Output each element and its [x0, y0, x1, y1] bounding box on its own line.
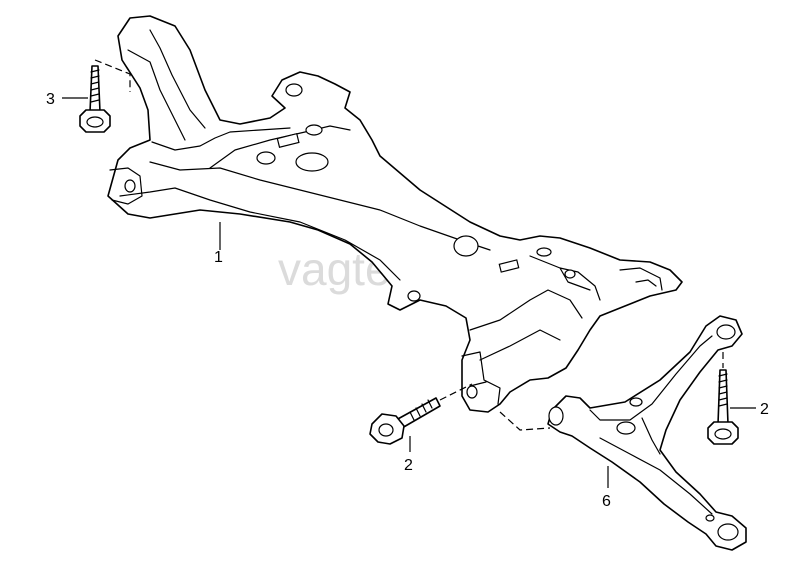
wishbone-body [547, 315, 747, 551]
bolt-rear-head-face [714, 428, 732, 440]
subframe-hole-4 [295, 152, 329, 172]
wishbone-hole-2 [629, 397, 643, 407]
subframe-arm-upper [127, 49, 186, 141]
wishbone-hole-3 [705, 514, 715, 522]
subframe-hole-8 [407, 290, 421, 302]
subframe-left-bracket [109, 167, 143, 205]
subframe-right-rail [469, 289, 583, 361]
wishbone-hole-1 [616, 421, 636, 435]
wishbone[interactable] [547, 315, 747, 551]
bolt-front-head [369, 413, 405, 445]
bolt-front-threads [409, 399, 433, 421]
bolt-upper-head-face [86, 116, 104, 128]
subframe-hole-9 [564, 269, 576, 279]
wishbone-balljoint [717, 523, 739, 541]
subframe-hole-6 [453, 235, 479, 257]
bolt-upper[interactable] [79, 65, 111, 133]
bolt-front-head-face [378, 423, 394, 437]
subframe-hole-10 [466, 385, 478, 399]
bolt-rear-threads [718, 373, 728, 407]
wishbone-bushing-rear [716, 324, 736, 340]
subframe-arm-upper-2 [149, 29, 206, 129]
bolt-rear-shank [717, 369, 729, 425]
callout-bolt-rear: 2 [760, 401, 769, 418]
subframe-slot-2 [498, 259, 520, 273]
subframe-body [107, 15, 683, 413]
subframe[interactable] [107, 15, 683, 413]
bolt-front-axis [439, 383, 551, 431]
subframe-hole-3 [305, 124, 323, 136]
callout-bolt-front: 2 [404, 457, 413, 474]
subframe-hole-7 [536, 247, 552, 257]
callout-wishbone: 6 [602, 493, 611, 510]
subframe-hole-5 [285, 83, 303, 97]
bolt-rear-head [707, 421, 739, 445]
subframe-right-mount [529, 255, 601, 301]
wishbone-inner-edge-2 [599, 437, 713, 515]
bolt-upper-head [79, 109, 111, 133]
subframe-hole-2 [256, 151, 276, 165]
subframe-rail-left [151, 127, 291, 151]
subframe-bracket [461, 351, 501, 405]
bolt-front[interactable] [369, 397, 441, 445]
subframe-slot-1 [276, 132, 300, 148]
bolt-rear[interactable] [707, 369, 739, 445]
wishbone-inner-edge-3 [641, 417, 661, 455]
subframe-crossmember-edge [119, 187, 401, 281]
bolt-upper-threads [90, 69, 100, 103]
subframe-tab-right [619, 267, 663, 291]
wishbone-bushing-front [548, 406, 564, 426]
subframe-crossmember-top [149, 161, 491, 251]
wishbone-inner-edge [589, 335, 713, 421]
subframe-hole-1 [124, 179, 136, 193]
callout-subframe: 1 [214, 249, 223, 266]
callout-bolt-upper: 3 [46, 91, 55, 108]
bolt-upper-axis [94, 59, 131, 92]
